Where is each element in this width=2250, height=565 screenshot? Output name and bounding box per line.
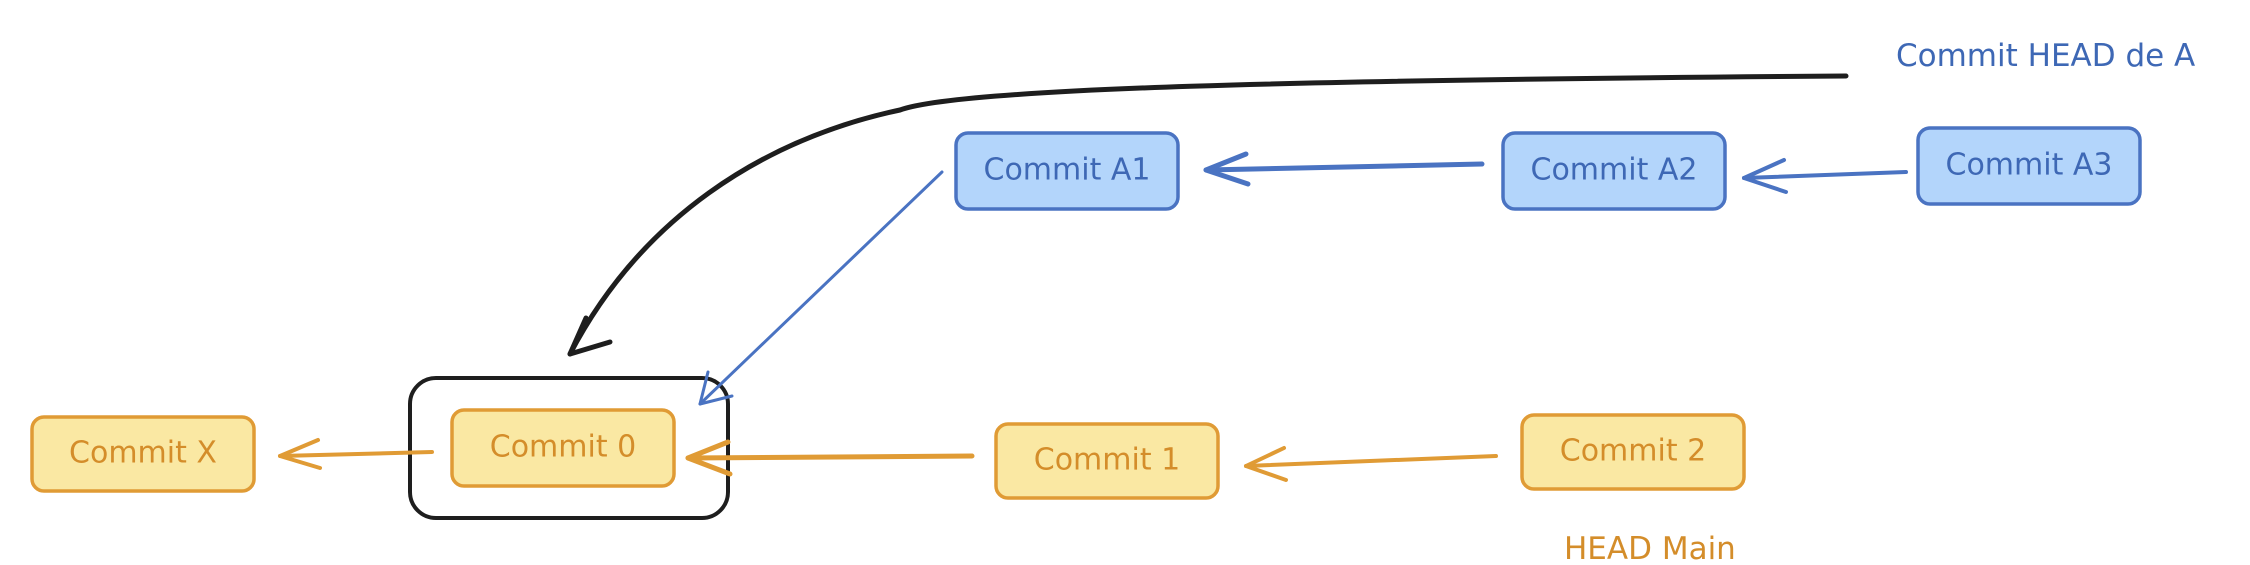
node-commit-a1: Commit A1 [954, 131, 1180, 211]
head-a-label: Commit HEAD de A [1896, 38, 2195, 74]
edge-a3-to-a2 [1742, 158, 1908, 194]
node-commit-1: Commit 1 [994, 422, 1220, 500]
node-label: Commit A1 [984, 153, 1151, 188]
node-commit-a3: Commit A3 [1916, 126, 2142, 206]
node-label: Commit A3 [1946, 148, 2113, 183]
node-label: Commit 1 [1034, 443, 1180, 478]
merge-base-highlight [408, 376, 730, 520]
edge-head-a-to-merge-base [567, 73, 1849, 357]
node-commit-x: Commit X [30, 415, 256, 493]
edge-a2-to-a1 [1203, 151, 1485, 187]
node-commit-2: Commit 2 [1520, 413, 1746, 491]
node-commit-0: Commit 0 [450, 408, 676, 488]
edge-2-to-1 [1244, 446, 1498, 482]
node-commit-a2: Commit A2 [1501, 131, 1727, 211]
edge-0-to-x [278, 438, 434, 470]
node-label: Commit 2 [1560, 434, 1706, 469]
node-label: Commit A2 [1531, 153, 1698, 188]
node-label: Commit 0 [490, 430, 636, 465]
edge-a1-to-0 [698, 170, 944, 406]
node-label: Commit X [69, 436, 217, 471]
head-main-label: HEAD Main [1564, 531, 1736, 565]
edge-1-to-0 [685, 439, 975, 477]
